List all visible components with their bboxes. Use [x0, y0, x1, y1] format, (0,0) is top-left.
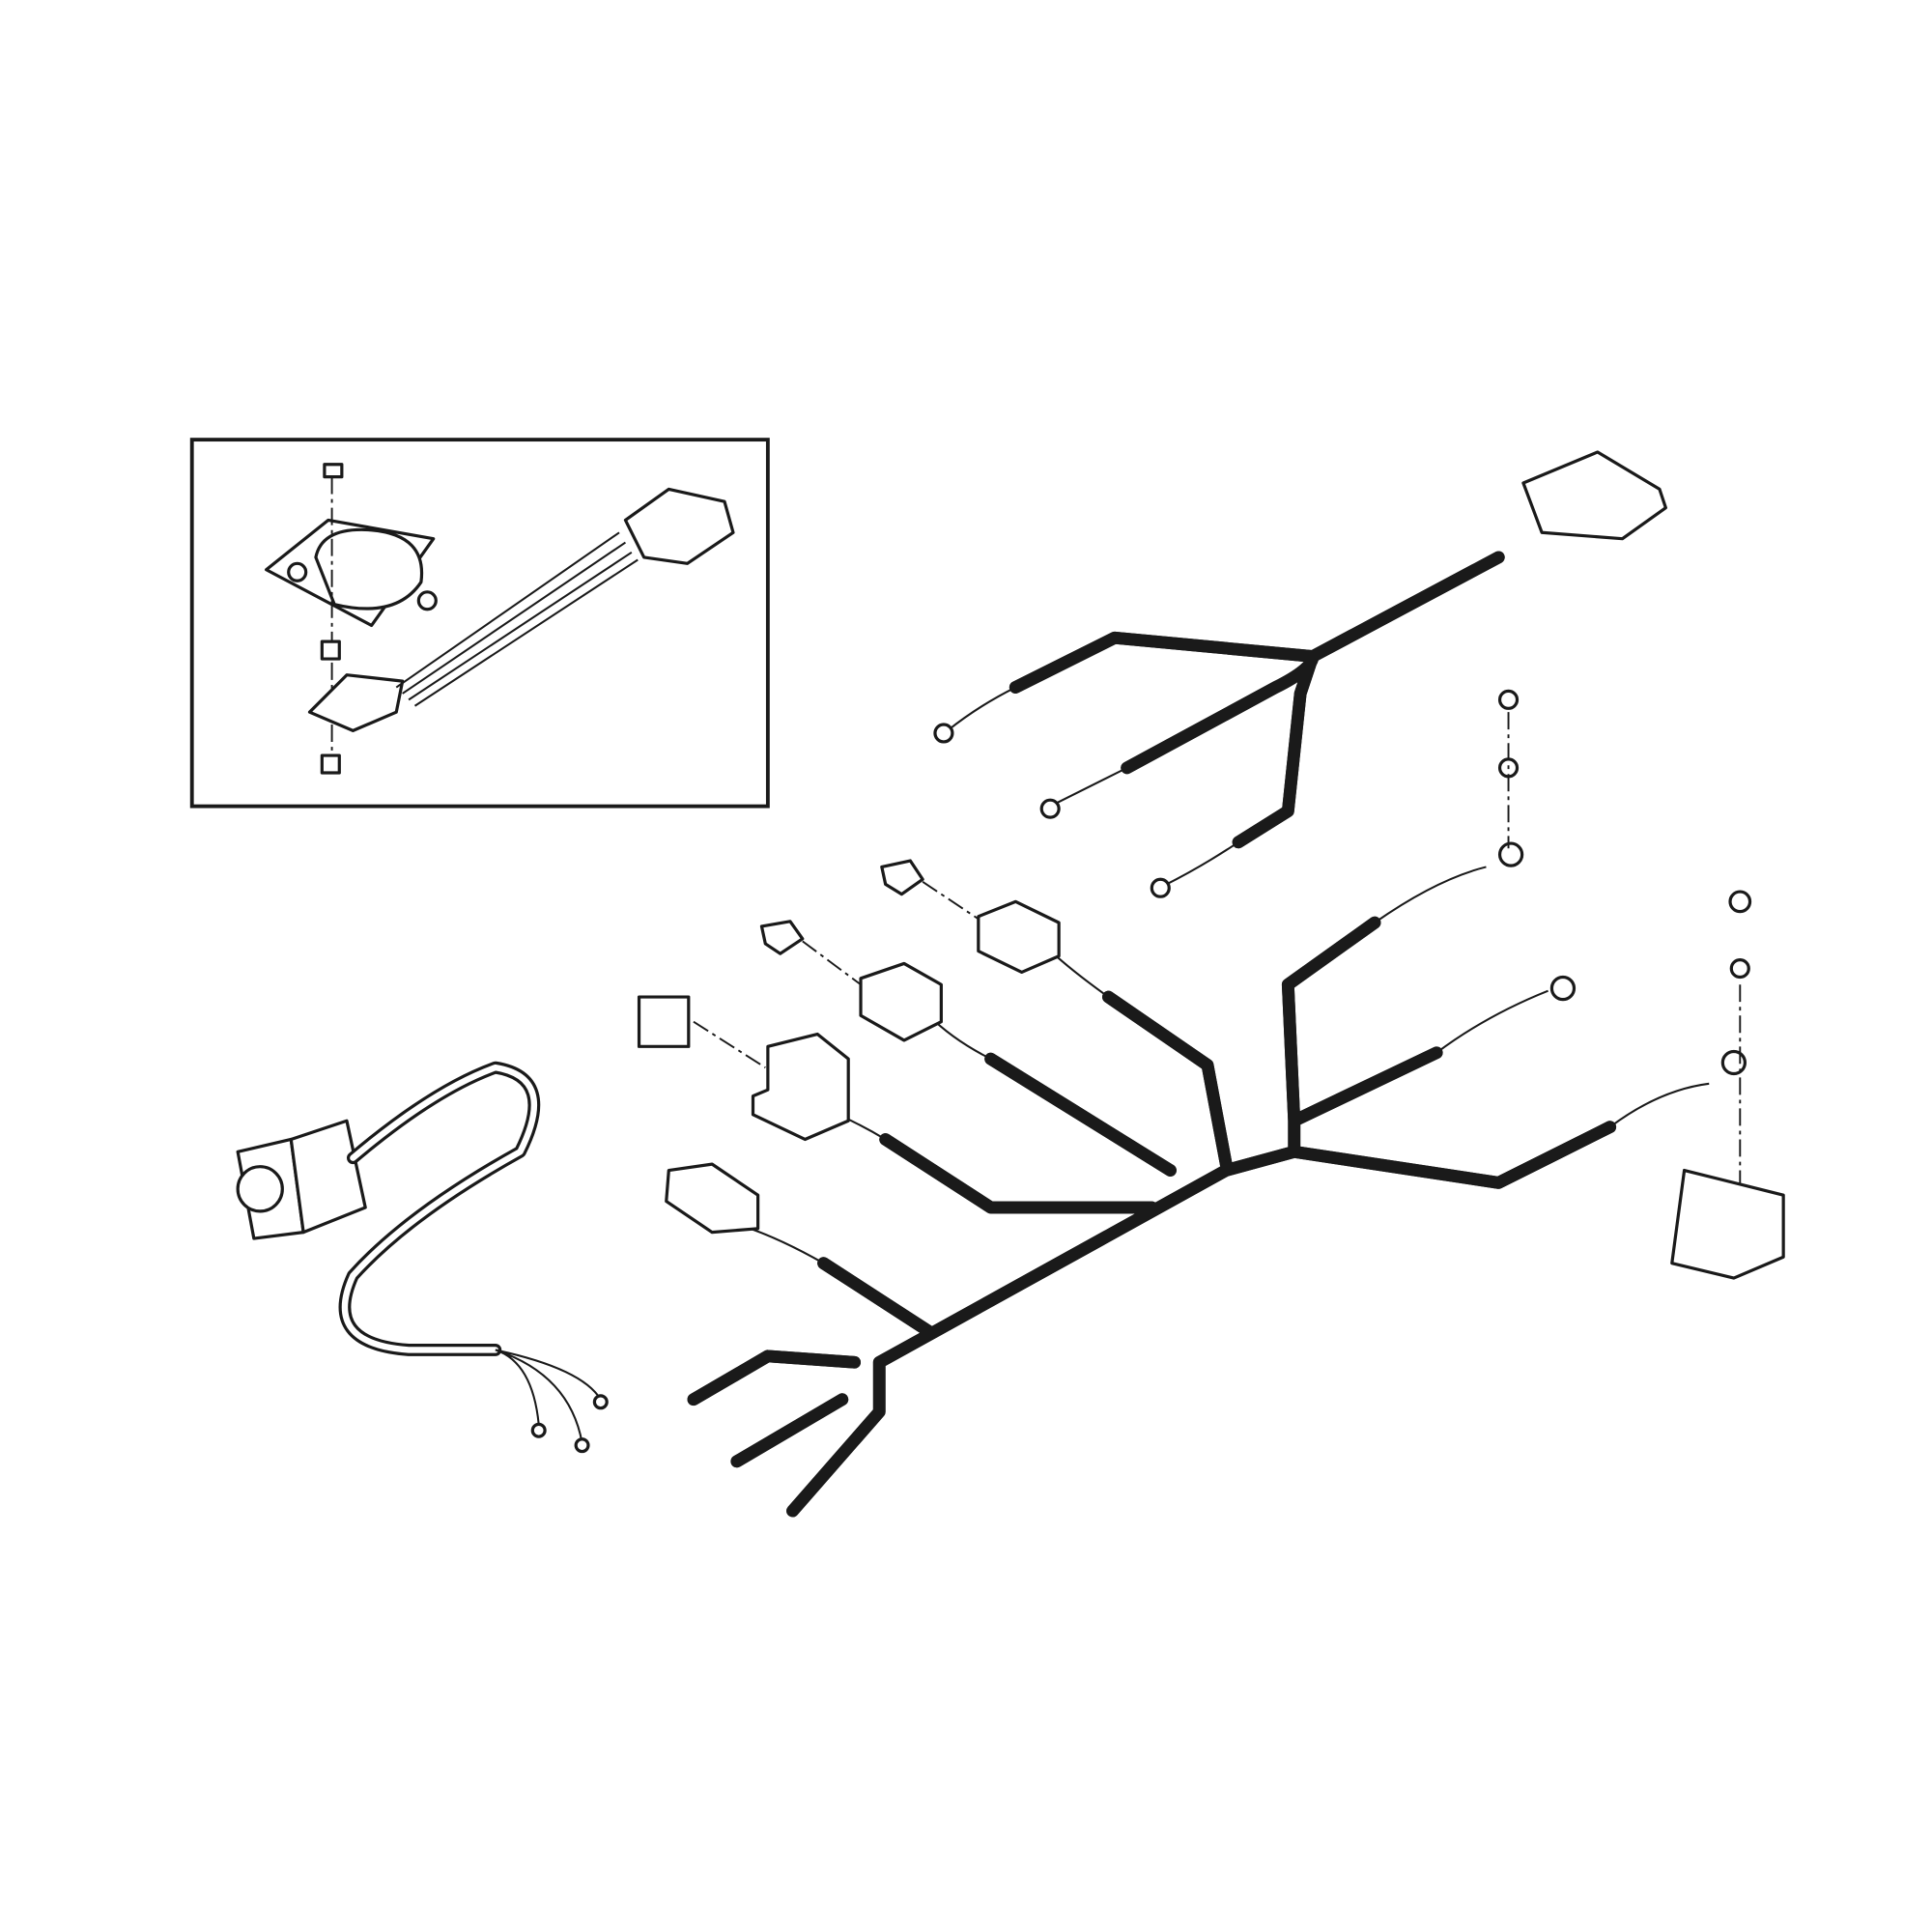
ring-terminals	[742, 686, 1747, 1264]
solenoid-bracket	[1670, 1168, 1785, 1280]
charger-receptacle	[236, 1061, 609, 1454]
relay	[637, 995, 691, 1048]
inset-sensor-assembly	[265, 463, 735, 775]
multi-pin-connector	[1521, 450, 1667, 541]
connectors	[637, 450, 1667, 1235]
relay-socket	[751, 1032, 850, 1142]
main-harness	[687, 551, 1617, 1518]
inset-frame	[189, 438, 770, 809]
studs-and-nuts	[1497, 689, 1785, 1280]
